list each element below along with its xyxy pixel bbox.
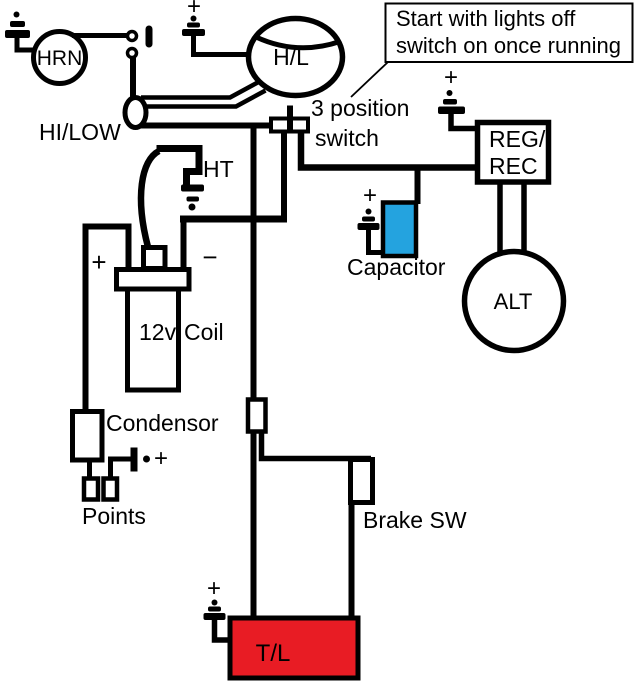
headlight-section: + H/L — [141, 0, 346, 109]
note-box — [384, 2, 634, 63]
tail-light-body — [227, 615, 361, 681]
tail-ground-wire — [211, 618, 231, 643]
brake-branch-wire — [258, 431, 371, 462]
ground-bar — [5, 30, 30, 38]
ground-dot — [365, 208, 372, 215]
horn-label: HRN — [37, 47, 83, 70]
headlight-ground-wire — [191, 36, 250, 57]
plus-label: + — [444, 64, 458, 91]
ignition-section: HT + − 12v Coil — [82, 145, 287, 412]
horn-ground-icon — [5, 11, 35, 53]
horn-section: HRN — [5, 11, 153, 100]
capacitor-section: + Capacitor — [347, 166, 446, 280]
ht-label: HT — [203, 156, 234, 182]
dip-to-headlight-wire-1 — [141, 79, 261, 100]
switch-contact-top — [125, 29, 139, 43]
plus-label: + — [207, 575, 221, 602]
ht-pickup-shape — [156, 145, 203, 185]
coil-volts-label: 12v — [139, 319, 177, 345]
headlight-label: H/L — [273, 44, 309, 70]
condensor-body — [70, 409, 105, 463]
ground-dash — [443, 99, 457, 105]
points-label: Points — [82, 503, 146, 529]
note-line2: switch on once running — [396, 33, 621, 58]
ground-bar — [203, 613, 226, 620]
tail-section: Brake SW + T/L — [203, 397, 467, 681]
points-section: Condensor + Points — [70, 409, 219, 529]
headlight-lens-arc — [254, 34, 341, 51]
charging-section: + REG/ REC ALT — [438, 64, 567, 354]
points-contact-right — [101, 476, 120, 502]
coil-plus-wire — [82, 223, 132, 412]
ground-dash — [187, 22, 200, 28]
regrec-ground-icon: + — [438, 64, 478, 132]
dip-switch-label: HI/LOW — [39, 119, 121, 145]
plus-label: + — [187, 0, 201, 20]
light-switch-label-line2: switch — [315, 125, 379, 151]
dip-switch-knob — [122, 95, 149, 130]
coil-label: Coil — [184, 319, 224, 345]
headlight-circle — [245, 15, 346, 99]
ground-dot — [190, 15, 197, 22]
points-plus-label: + — [154, 445, 168, 472]
capacitor-ground-icon: + — [357, 182, 384, 255]
coil-terminal — [141, 245, 168, 271]
ht-ground-icon — [181, 184, 204, 211]
light-switch-section: 3 position switch — [141, 95, 478, 401]
ground-dot — [188, 203, 196, 211]
coil-body — [125, 286, 181, 393]
horn-ground-wire — [14, 37, 35, 53]
ground-dash — [362, 216, 375, 222]
points-feed-wire — [108, 456, 131, 479]
tail-light-ground-icon: + — [203, 575, 231, 643]
note-section: Start with lights off switch on once run… — [350, 2, 634, 98]
tail-light-label: T/L — [256, 640, 291, 667]
light-switch-label-line1: 3 position — [311, 95, 409, 121]
ground-dash — [186, 196, 199, 202]
ground-dash — [208, 606, 221, 612]
tail-feed-connector — [245, 397, 268, 434]
capacitor-label: Capacitor — [347, 254, 446, 280]
dip-switch-section: HI/LOW — [39, 95, 149, 145]
switch-contact-bottom — [125, 46, 139, 60]
ground-bar — [181, 184, 204, 192]
dip-to-headlight-wire-2 — [143, 88, 267, 109]
note-callout-line — [350, 61, 389, 98]
ground-dash — [10, 21, 25, 27]
brake-switch-body — [348, 457, 375, 505]
coil-plus-label: + — [91, 247, 106, 277]
note-line1: Start with lights off — [396, 6, 576, 31]
regrec-ground-wire — [448, 114, 478, 132]
capacitor-ground-wire — [366, 230, 384, 255]
ground-dot — [211, 599, 218, 606]
ground-bar — [357, 223, 380, 230]
points-dot — [143, 455, 150, 463]
horn-circle — [31, 29, 88, 86]
brake-switch-label: Brake SW — [363, 507, 467, 533]
points-contact-left — [81, 476, 101, 502]
ground-dot — [446, 90, 453, 96]
plus-label: + — [363, 182, 377, 209]
ground-bar — [438, 106, 465, 114]
alternator-circle — [461, 248, 567, 354]
ground-bar — [182, 29, 205, 36]
regrec-label-line2: REC — [489, 153, 538, 179]
capacitor-body — [380, 200, 419, 259]
ground-dot — [13, 11, 20, 18]
regrec-box — [474, 119, 552, 185]
coil-minus-label: − — [202, 242, 217, 272]
headlight-ground-icon: + — [182, 0, 250, 57]
ht-lead-wire — [137, 148, 161, 248]
alternator-label: ALT — [494, 289, 533, 314]
regrec-label-line1: REG/ — [489, 126, 546, 152]
condensor-label: Condensor — [106, 410, 219, 436]
coil-cap — [114, 267, 192, 292]
